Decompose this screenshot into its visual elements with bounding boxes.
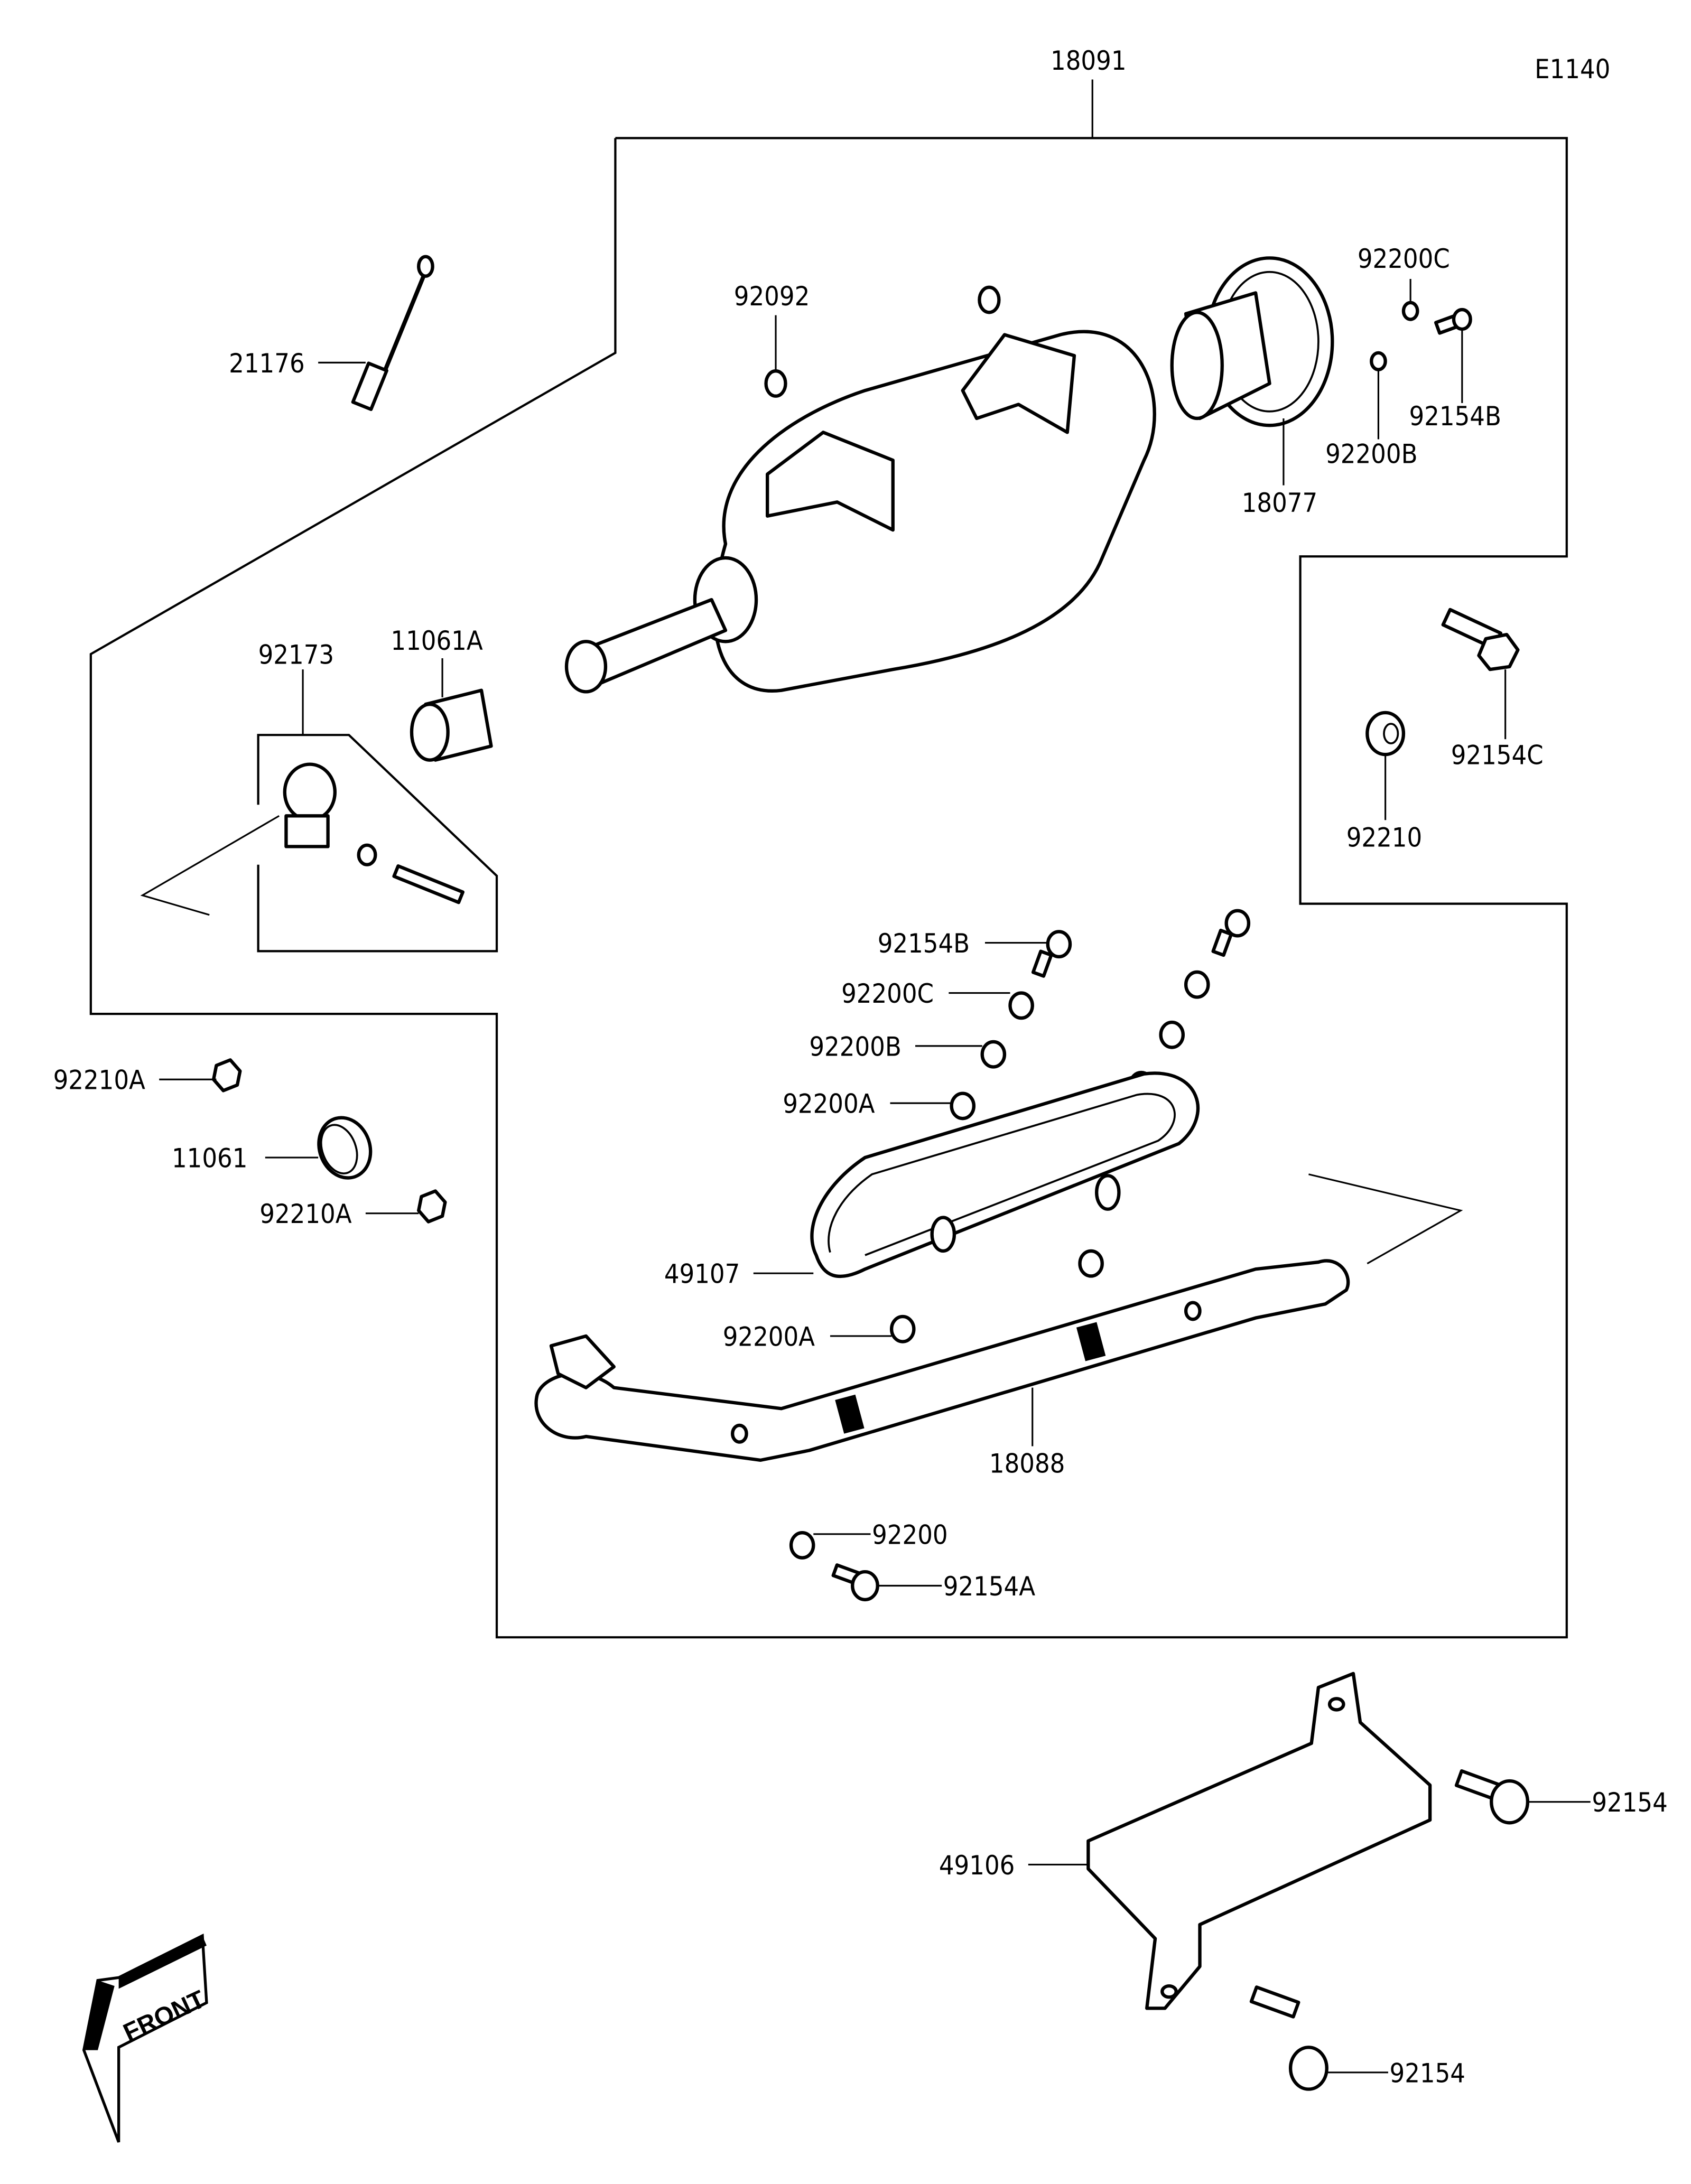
part-label-92154-1[interactable]: 92154 xyxy=(1592,1787,1667,1818)
washer-icon xyxy=(1370,301,1419,371)
flange-bolt-icon xyxy=(1249,1769,1530,2091)
heat-guard-icon xyxy=(1086,1672,1432,2010)
part-label-92200[interactable]: 92200 xyxy=(872,1519,947,1550)
part-label-18088[interactable]: 18088 xyxy=(989,1448,1065,1479)
hex-nut-icon xyxy=(211,1058,447,1224)
part-label-92092[interactable]: 92092 xyxy=(734,281,810,312)
part-label-49107[interactable]: 49107 xyxy=(664,1258,740,1290)
washer-icon xyxy=(789,1531,815,1560)
clamp-icon xyxy=(283,762,464,904)
part-label-92200A-mid[interactable]: 92200A xyxy=(783,1088,875,1119)
heat-shield-icon xyxy=(810,1071,1200,1278)
part-label-92200C-top[interactable]: 92200C xyxy=(1358,243,1450,274)
part-label-92210[interactable]: 92210 xyxy=(1346,822,1422,853)
part-label-18077[interactable]: 18077 xyxy=(1242,487,1317,518)
part-label-92200B-top[interactable]: 92200B xyxy=(1325,438,1417,469)
spark-arrester-icon xyxy=(1170,256,1334,427)
part-label-92200A-low[interactable]: 92200A xyxy=(723,1321,815,1352)
exhaust-pipe-icon xyxy=(534,1259,1350,1462)
part-label-49106[interactable]: 49106 xyxy=(939,1850,1015,1881)
part-label-21176[interactable]: 21176 xyxy=(229,348,304,379)
part-label-92154B-mid[interactable]: 92154B xyxy=(878,928,970,959)
leader-92173-pointer xyxy=(140,815,280,916)
leader-18088-pointer xyxy=(1308,1173,1463,1265)
subassembly-frame-92173 xyxy=(257,734,498,953)
part-label-11061A[interactable]: 11061A xyxy=(391,625,482,656)
part-label-92200C-mid[interactable]: 92200C xyxy=(841,978,934,1009)
flange-nut-icon xyxy=(1365,711,1406,757)
diagram-code: E1140 xyxy=(1535,53,1610,85)
bolt-icon xyxy=(831,1563,879,1602)
part-label-11061[interactable]: 11061 xyxy=(172,1143,247,1174)
part-label-92154A[interactable]: 92154A xyxy=(943,1571,1035,1602)
part-label-92200B-mid[interactable]: 92200B xyxy=(809,1031,901,1062)
part-label-92154-2[interactable]: 92154 xyxy=(1390,2057,1465,2088)
part-label-92154C[interactable]: 92154C xyxy=(1451,740,1544,771)
washer-icon xyxy=(889,1314,916,1343)
assembly-frame-18091 xyxy=(89,137,1568,1639)
part-label-92154B-top[interactable]: 92154B xyxy=(1409,400,1501,432)
bolt-icon xyxy=(1434,307,1472,335)
oxygen-sensor-icon xyxy=(351,255,434,412)
part-label-92210A-1[interactable]: 92210A xyxy=(53,1065,145,1096)
bolt-icon xyxy=(1031,909,1251,978)
gasket-ring-icon xyxy=(317,1116,373,1180)
muffler-icon xyxy=(564,330,1156,694)
part-label-18091[interactable]: 18091 xyxy=(1051,45,1126,76)
gasket-icon xyxy=(410,688,493,762)
part-label-92173[interactable]: 92173 xyxy=(258,639,334,670)
part-label-92210A-2[interactable]: 92210A xyxy=(259,1198,351,1229)
front-direction-icon: FRONT xyxy=(82,1933,209,2143)
flange-bolt-icon xyxy=(1441,608,1520,671)
